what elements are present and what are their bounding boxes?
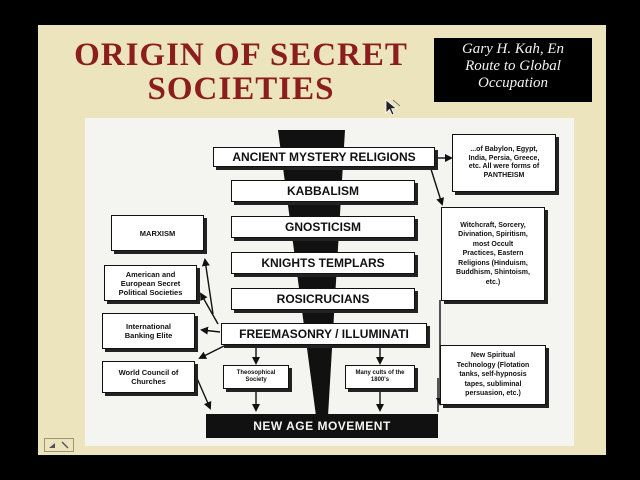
mystery-religions-box: ANCIENT MYSTERY RELIGIONS — [213, 147, 435, 167]
slide-title-line: SOCIETIES — [147, 71, 335, 107]
kabbalism-box: KABBALISM — [231, 180, 415, 202]
box-text: PANTHEISM — [483, 171, 525, 179]
pantheism-box: ...of Babylon, Egypt, India, Persia, Gre… — [452, 134, 556, 192]
new-age-movement-box: NEW AGE MOVEMENT — [206, 414, 438, 438]
box-text: World Council of — [118, 368, 179, 377]
slide-title-line: ORIGIN OF SECRET — [74, 37, 408, 73]
cults-of-1800s-box: Many cults of the 1800's — [345, 365, 415, 389]
box-text: Theosophical — [236, 370, 276, 376]
box-text: most Occult — [472, 240, 514, 248]
box-text: tanks, self-hypnosis — [459, 371, 527, 379]
knights-templars-box: KNIGHTS TEMPLARS — [231, 252, 415, 274]
box-text: etc.) — [485, 278, 501, 286]
box-text: Political Societies — [118, 287, 183, 297]
secret-political-societies-box: American and European Secret Political S… — [104, 265, 197, 301]
citation-line: Route to Global — [465, 58, 561, 74]
mouse-pointer-icon — [385, 99, 401, 116]
box-text: Buddhism, Shintoism, — [456, 269, 530, 277]
theosophical-society-box: Theosophical Society — [223, 365, 289, 389]
source-citation: Gary H. Kah, En Route to Global Occupati… — [434, 38, 592, 102]
box-text: International — [125, 322, 171, 331]
citation-line: Occupation — [478, 75, 548, 91]
international-banking-elite-box: International Banking Elite — [102, 313, 195, 349]
box-text: American and — [125, 269, 176, 279]
gnosticism-box: GNOSTICISM — [231, 216, 415, 238]
box-text: Practices, Eastern — [462, 250, 524, 258]
box-text: Churches — [131, 377, 166, 386]
box-text: 1800's — [370, 377, 390, 383]
box-text: European Secret — [120, 278, 181, 288]
box-text: India, Persia, Greece, — [468, 154, 540, 162]
box-text: Many cults of the — [355, 370, 405, 376]
box-text: Society — [245, 377, 267, 383]
box-text: Technology (Flotation — [456, 361, 530, 369]
box-text: MARXISM — [139, 228, 176, 238]
box-text: Witchcraft, Sorcery, — [460, 221, 526, 229]
box-text: ...of Babylon, Egypt, — [470, 146, 538, 153]
box-text: Divination, Spiritism, — [458, 231, 528, 239]
world-council-of-churches-box: World Council of Churches — [102, 361, 195, 393]
freemasonry-illuminati-box: FREEMASONRY / ILLUMINATI — [221, 323, 427, 345]
spiritual-technology-box: New Spiritual Technology (Flotation tank… — [440, 345, 546, 405]
rosicrucians-box: ROSICRUCIANS — [231, 288, 415, 310]
marxism-box: MARXISM — [111, 215, 204, 251]
box-text: Banking Elite — [124, 331, 173, 340]
box-text: tapes, subliminal — [464, 380, 522, 388]
box-text: Religions (Hinduism, — [458, 259, 528, 267]
box-text: etc. All were forms of — [468, 163, 540, 170]
slide-title: ORIGIN OF SECRET SOCIETIES — [58, 38, 424, 106]
citation-line: Gary H. Kah, En — [461, 41, 565, 57]
box-text: New Spiritual — [470, 352, 516, 360]
slide-navigation-icon[interactable] — [44, 438, 74, 452]
occult-practices-box: Witchcraft, Sorcery, Divination, Spiriti… — [441, 207, 545, 301]
box-text: persuasion, etc.) — [465, 390, 521, 398]
